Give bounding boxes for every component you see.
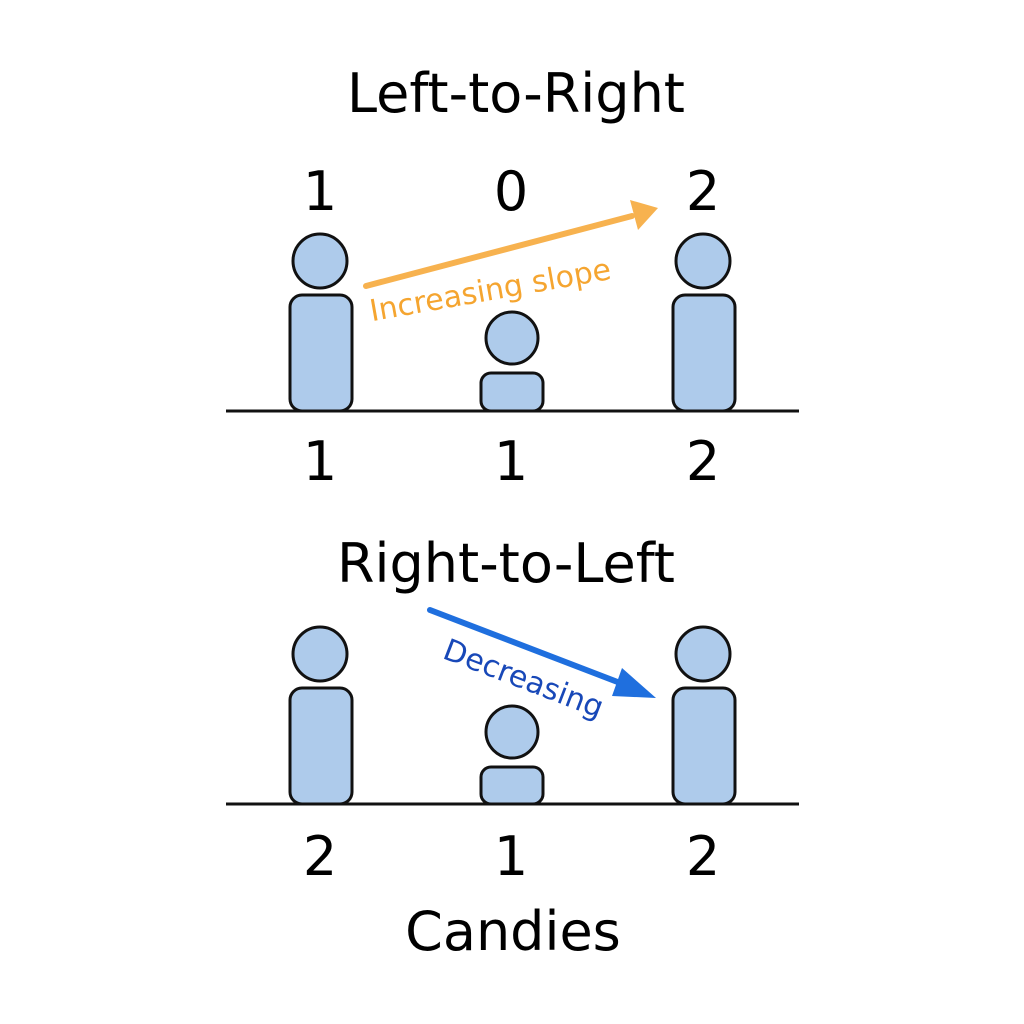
person-head bbox=[291, 232, 349, 290]
person-body bbox=[288, 686, 354, 806]
person-head bbox=[674, 232, 732, 290]
bottom-candy-right: 2 bbox=[686, 825, 720, 888]
top-candy-left: 1 bbox=[303, 430, 337, 493]
rating-left: 1 bbox=[303, 160, 337, 223]
increasing-arrow bbox=[363, 200, 658, 289]
rating-middle: 0 bbox=[494, 160, 528, 223]
person-body bbox=[288, 293, 354, 413]
decreasing-arrow-head bbox=[612, 668, 656, 698]
person-body bbox=[479, 371, 545, 413]
top-candy-right: 2 bbox=[686, 430, 720, 493]
person-right bbox=[671, 625, 737, 806]
person-head bbox=[674, 625, 732, 683]
person-head bbox=[291, 625, 349, 683]
person-left bbox=[288, 232, 354, 413]
person-right bbox=[671, 232, 737, 413]
increasing-arrow-shaft bbox=[363, 213, 635, 289]
person-middle bbox=[479, 704, 545, 806]
bottom-candy-middle: 1 bbox=[494, 825, 528, 888]
top-candy-middle: 1 bbox=[494, 430, 528, 493]
person-head bbox=[484, 704, 540, 760]
top-panel: Left-to-Right 1 0 2 Increasing slope 1 1 bbox=[226, 62, 799, 493]
bottom-panel-title: Right-to-Left bbox=[337, 532, 675, 595]
person-body bbox=[671, 293, 737, 413]
person-head bbox=[484, 310, 540, 366]
bottom-candy-left: 2 bbox=[303, 825, 337, 888]
person-body bbox=[671, 686, 737, 806]
decreasing-arrow-shaft bbox=[427, 607, 631, 689]
decreasing-arrow bbox=[427, 607, 656, 698]
candies-caption: Candies bbox=[405, 900, 621, 963]
person-body bbox=[479, 765, 545, 806]
rating-right: 2 bbox=[686, 160, 720, 223]
increasing-slope-label: Increasing slope bbox=[367, 252, 614, 329]
increasing-arrow-head bbox=[630, 200, 658, 230]
top-panel-title: Left-to-Right bbox=[347, 62, 685, 125]
person-left bbox=[288, 625, 354, 806]
person-middle bbox=[479, 310, 545, 413]
bottom-panel: Right-to-Left Decreasing 2 1 2 Candies bbox=[226, 532, 799, 963]
